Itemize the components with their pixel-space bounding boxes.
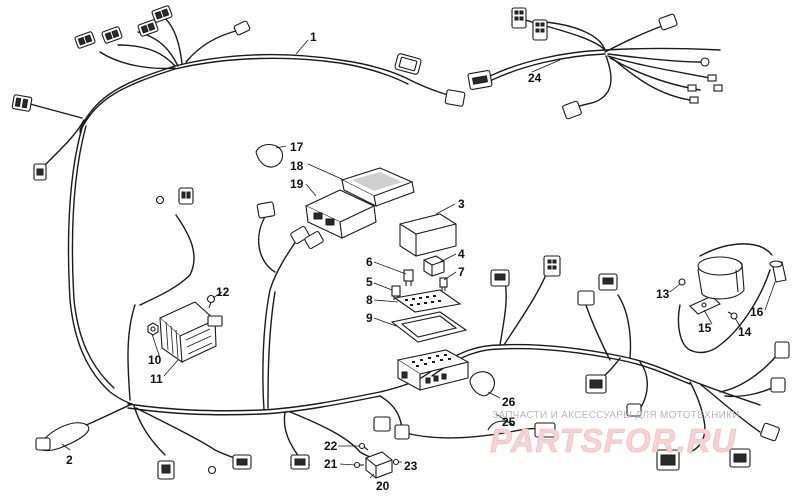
part-9-gasket	[390, 311, 468, 343]
callout-22: 22	[324, 439, 338, 453]
watermark-tagline: ЗАПЧАСТИ И АКСЕССУАРЫ ДЛЯ МОТОТЕХНИКИ	[492, 410, 740, 421]
part-17-clamp	[255, 143, 284, 168]
callout-15: 15	[698, 321, 712, 335]
part-6-fuse	[403, 269, 414, 286]
callout-1: 1	[310, 30, 317, 44]
callout-11: 11	[150, 372, 163, 386]
part-20-component	[365, 451, 393, 479]
watermark: ЗАПЧАСТИ И АКСЕССУАРЫ ДЛЯ МОТОТЕХНИКИ PA…	[490, 410, 740, 459]
part-26-clamp	[469, 371, 495, 397]
part-25-clamp	[487, 420, 515, 431]
part-4-relay	[423, 255, 445, 277]
callout-3: 3	[458, 197, 465, 211]
callout-labels: 1 2 3 4 5 6 7 8 9 10 11 12 13 14 15 16 1…	[66, 30, 764, 493]
callout-23: 23	[404, 459, 418, 473]
part-21-screw	[353, 461, 364, 469]
callout-8: 8	[366, 293, 373, 307]
connectors	[11, 5, 790, 480]
part-10-nut	[147, 322, 159, 336]
callout-7: 7	[458, 265, 465, 279]
callout-14: 14	[738, 325, 752, 339]
part-14-screw	[727, 311, 738, 320]
part-3-relay-cover	[399, 213, 457, 257]
fuse-relay-block	[396, 349, 470, 391]
part-13-nut	[678, 278, 686, 286]
part-19-ecu	[304, 189, 377, 239]
callout-4: 4	[458, 247, 465, 261]
part-16-ignition-coil	[697, 256, 787, 300]
callout-10: 10	[148, 353, 162, 367]
part-15-bracket	[689, 295, 721, 315]
part-7-fuse	[439, 277, 448, 291]
callout-25: 25	[502, 415, 516, 429]
callout-17: 17	[290, 140, 304, 154]
watermark-logo: PARTSFOR.RU	[490, 422, 736, 459]
callout-18: 18	[290, 159, 304, 173]
part-8-fuse-panel	[393, 289, 462, 313]
callout-2: 2	[66, 453, 73, 467]
part-12-screw	[206, 294, 216, 309]
callout-19: 19	[290, 177, 304, 191]
part-22-screw	[358, 442, 369, 451]
callout-12: 12	[216, 285, 230, 299]
callout-21: 21	[324, 457, 338, 471]
callout-26: 26	[502, 395, 516, 409]
part-18-ecu-cover	[340, 167, 415, 207]
callout-24: 24	[528, 71, 542, 85]
part-2-cable-strap	[35, 422, 90, 452]
part-11-voltage-regulator	[159, 301, 223, 364]
leader-lines	[61, 39, 776, 479]
callout-9: 9	[366, 311, 373, 325]
sub-harness-24	[489, 17, 721, 109]
part-23-nut	[392, 458, 400, 466]
main-harness	[29, 17, 781, 463]
callout-13: 13	[656, 287, 670, 301]
callout-5: 5	[366, 275, 373, 289]
callout-20: 20	[376, 479, 390, 493]
callout-16: 16	[750, 305, 764, 319]
callout-6: 6	[366, 255, 373, 269]
